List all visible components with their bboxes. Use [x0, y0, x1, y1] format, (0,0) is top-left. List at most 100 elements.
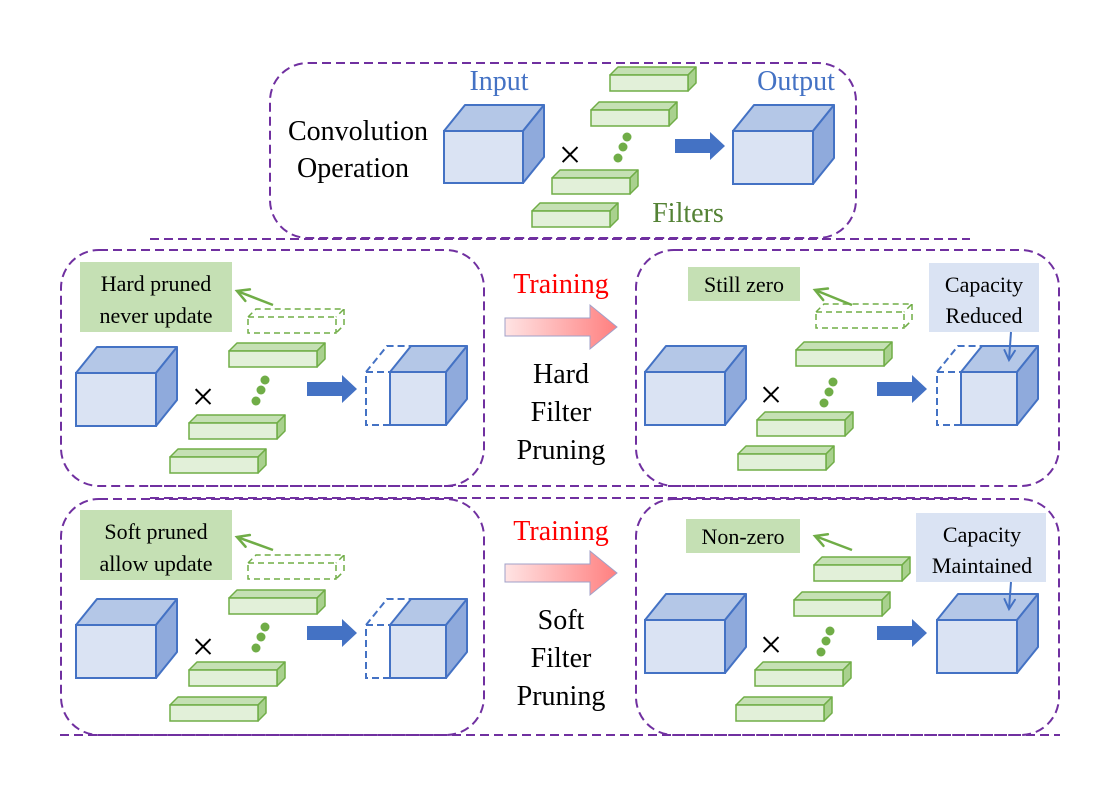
soft-pruned-filter [247, 554, 346, 580]
hard-pruned-filter [247, 308, 346, 334]
hard-after-multiply: × [760, 372, 783, 417]
dot-1 [828, 377, 838, 387]
cube-front-face [75, 372, 157, 427]
block-arrow-shape [675, 132, 725, 160]
block-arrow-shape [307, 375, 357, 403]
filter-front-face [169, 456, 259, 474]
hard-after-frame [635, 249, 1060, 487]
hard-after-reduced-output-cube [936, 345, 1039, 426]
filter-top-face [169, 696, 267, 706]
pointer-shaft [236, 289, 274, 307]
pointer-head [234, 533, 252, 548]
hard-after-input-cube [644, 345, 747, 426]
dot-2 [256, 632, 266, 642]
filter-front-face [531, 210, 611, 228]
hard-after-zero-filter [815, 303, 914, 329]
soft-before-multiply: × [192, 624, 215, 669]
soft-pruning-row: Soft pruned allow update × Training Soft… [60, 497, 1060, 736]
cube-front-face [644, 619, 726, 674]
cube-front-face [389, 624, 447, 679]
soft-after-filter-1 [793, 591, 891, 617]
soft-method-line3: Pruning [517, 681, 606, 712]
still-zero-note: Still zero [704, 272, 784, 297]
input-cube [443, 104, 545, 184]
capacity-reduced-pointer-arrow [1003, 331, 1016, 363]
filter-top-face [228, 342, 326, 352]
pointer-shaft [814, 534, 853, 552]
soft-before-filter-3 [169, 696, 267, 722]
soft-before-filter-2 [188, 661, 286, 687]
filter-top-face [590, 101, 678, 111]
dot-1 [622, 132, 632, 142]
pointer-shaft [1008, 331, 1012, 361]
hard-before-filter-1 [228, 342, 326, 368]
soft-training-arrow-icon [504, 549, 618, 597]
filter-front-face [735, 704, 825, 722]
filter-top-face [169, 448, 267, 458]
filter-top-face [531, 202, 619, 212]
filter-1 [609, 66, 697, 92]
output-label: Output [757, 66, 835, 97]
pointer-head [234, 288, 252, 303]
dot-2 [821, 636, 831, 646]
soft-after-arrow-icon [877, 619, 927, 647]
pruned-slice-outline [365, 345, 411, 426]
filter-top-face [609, 66, 697, 76]
hard-after-arrow-icon [877, 375, 927, 403]
capacity-maintained-note-bg [916, 513, 1046, 582]
block-arrow-shape [877, 619, 927, 647]
filter-front-face [795, 349, 885, 367]
block-arrow-shape [307, 619, 357, 647]
hard-before-filter-3 [169, 448, 267, 474]
soft-note-pointer-arrow [234, 533, 274, 552]
filter-front-face [813, 564, 903, 582]
soft-after-multiply: × [760, 622, 783, 667]
soft-after-filter-2 [754, 661, 852, 687]
capacity-reduced-line1: Capacity [945, 272, 1023, 297]
pruned-filter-outline [815, 303, 914, 329]
multiply-symbol: × [559, 132, 582, 177]
filter-top-face [551, 169, 639, 179]
non-zero-pointer-arrow [812, 532, 853, 552]
non-zero-note: Non-zero [701, 524, 784, 549]
hard-before-dots [251, 375, 270, 406]
filter-4 [531, 202, 619, 228]
soft-before-reduced-output-cube [365, 598, 468, 679]
dot-1 [825, 626, 835, 636]
filter-top-face [735, 696, 833, 706]
soft-after-input-cube [644, 593, 747, 674]
soft-after-dots [816, 626, 835, 657]
output-cube [732, 104, 835, 185]
filter-top-face [813, 556, 911, 566]
filter-top-face [795, 341, 893, 351]
hard-method-line1: Hard [533, 359, 589, 390]
dot-3 [816, 647, 826, 657]
soft-pruned-note-line1: Soft pruned [104, 519, 207, 544]
soft-pruned-note-line2: allow update [99, 551, 212, 576]
cube-front-face [443, 130, 524, 184]
cube-front-face [75, 624, 157, 679]
pointer-shaft [236, 535, 274, 552]
filter-front-face [756, 419, 846, 437]
input-label: Input [469, 66, 528, 97]
hard-method-line2: Filter [531, 397, 592, 428]
hard-before-reduced-output-cube [365, 345, 468, 426]
filter-front-face [228, 597, 318, 615]
convolution-title-line2: Operation [297, 153, 409, 184]
filter-front-face [188, 422, 278, 440]
hard-before-multiply: × [192, 374, 215, 419]
pointer-shaft [814, 288, 853, 307]
soft-after-frame [635, 498, 1060, 736]
hard-training-label: Training [513, 269, 608, 300]
result-arrow-icon [675, 132, 725, 160]
block-arrow-shape [877, 375, 927, 403]
hard-pruned-note-line1: Hard pruned [101, 271, 212, 296]
hard-after-filter-2 [756, 411, 854, 437]
dot-3 [613, 153, 623, 163]
non-zero-note-bg [686, 519, 800, 553]
filter-front-face [737, 453, 827, 471]
hard-before-filter-2 [188, 414, 286, 440]
hard-training-arrow-icon [504, 303, 618, 351]
hard-method-line3: Pruning [517, 435, 606, 466]
pointer-head [1003, 348, 1016, 363]
